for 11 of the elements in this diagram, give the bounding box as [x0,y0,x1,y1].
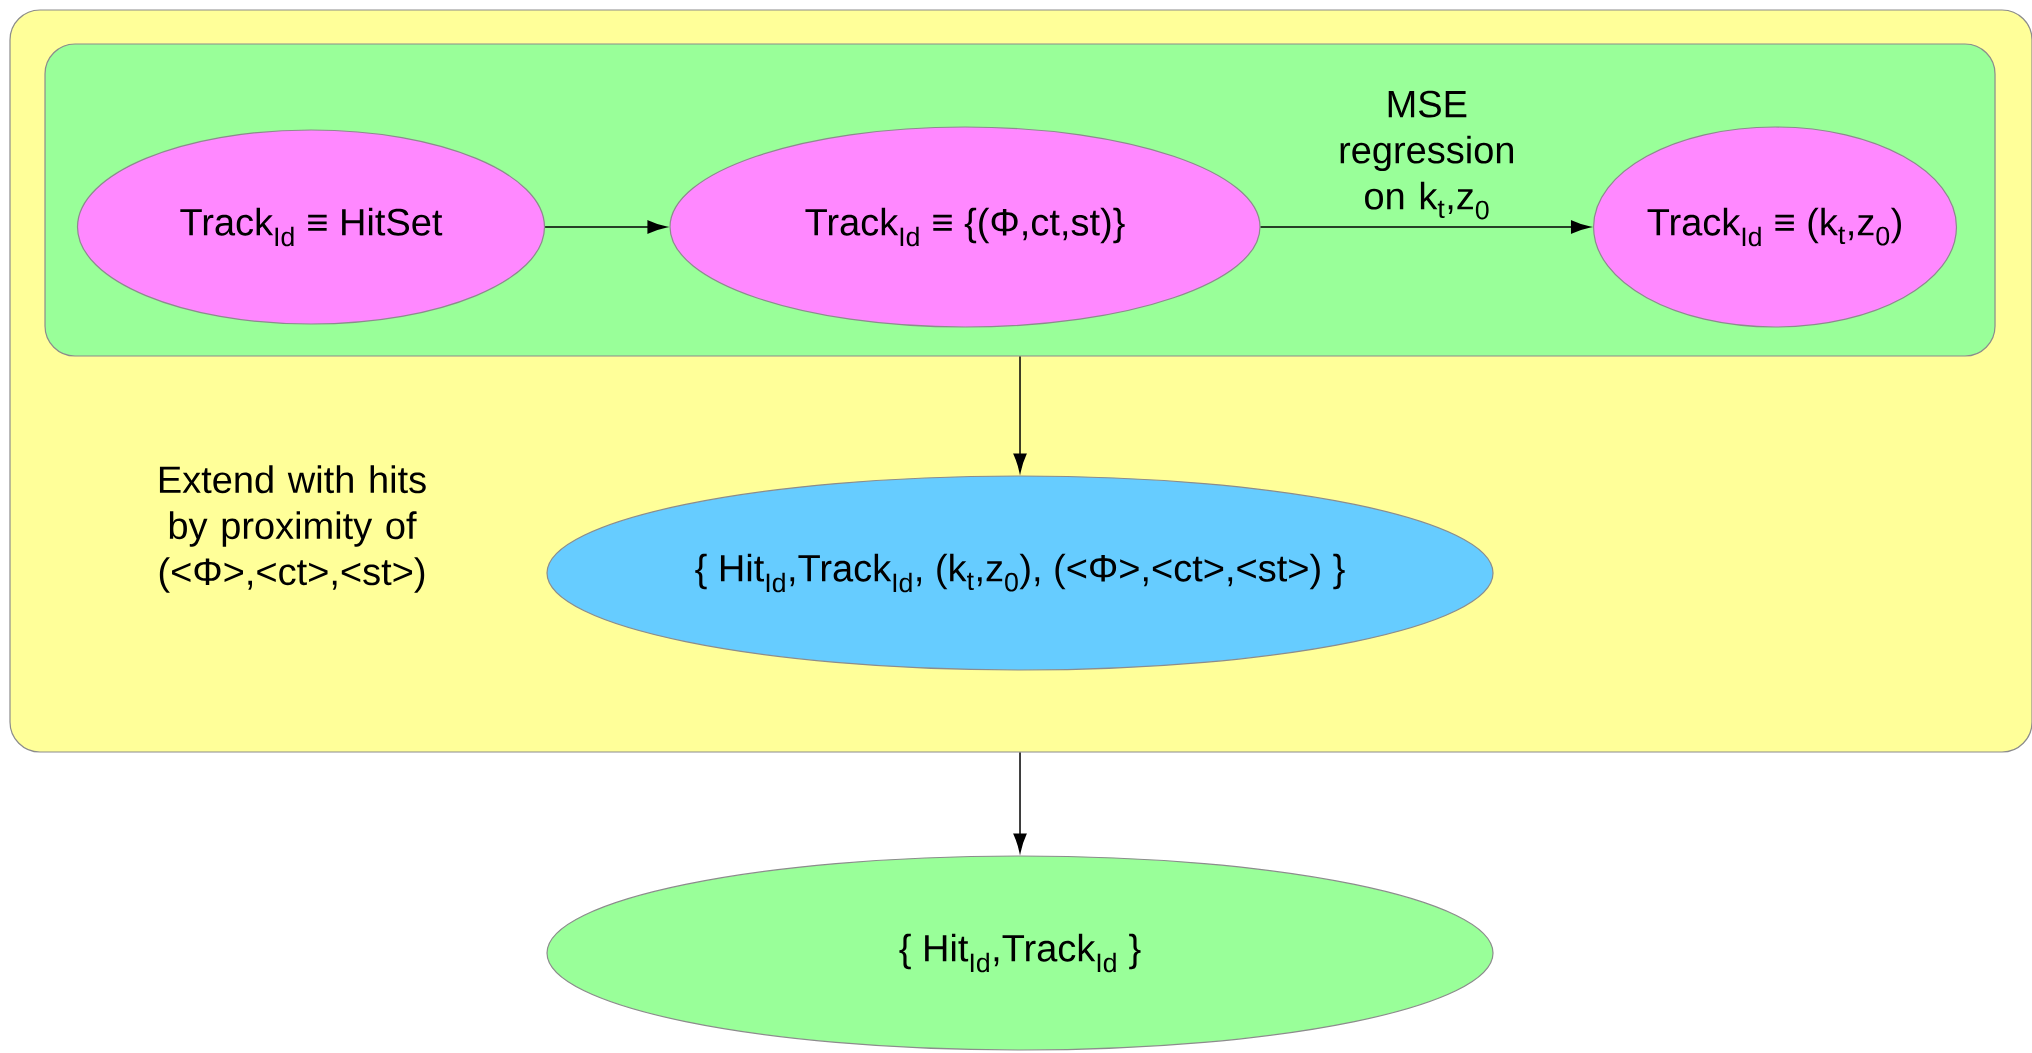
ellipse-node: Track$_{Id}$ ≡ (k$_{t}$,z$_{0}$) [1592,126,1958,328]
ellipse-node: { Hit$_{Id}$,Track$_{Id}$ } [546,855,1494,1051]
ellipse-node: Track$_{Id}$ ≡ HitSet [76,129,546,325]
ellipse-node: { Hit$_{Id}$,Track$_{Id}$, (k$_{t}$,z$_{0}$), (<Φ>,<ct>,<st>) } [546,475,1494,671]
edge-label: MSE regression on k$_{t}$,z$_{0}$ [1340,90,1513,220]
arrow [1013,355,1027,473]
arrow [1013,751,1027,853]
arrow [544,220,667,234]
ellipse-node: Track$_{Id}$ ≡ {(Φ,ct,st)} [669,126,1261,328]
arrow [1259,220,1591,234]
note-text: Extend with hits by proximity of (<Φ>,<ct>,<st>) [159,465,426,593]
